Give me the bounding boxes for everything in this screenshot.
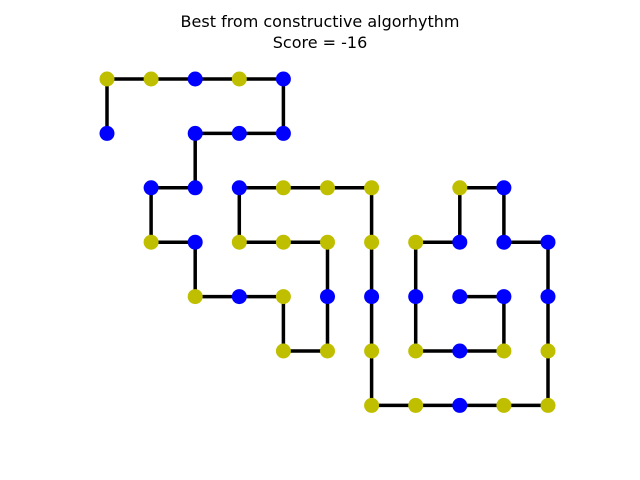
node-blue	[452, 289, 468, 305]
node-yellow	[364, 180, 380, 196]
node-blue	[231, 125, 247, 141]
node-yellow	[408, 343, 424, 359]
node-yellow	[275, 180, 291, 196]
node-blue	[452, 234, 468, 250]
node-blue	[187, 71, 203, 87]
path-nodes	[99, 71, 556, 413]
node-yellow	[364, 343, 380, 359]
node-yellow	[99, 71, 115, 87]
node-yellow	[452, 180, 468, 196]
node-blue	[143, 180, 159, 196]
node-blue	[187, 125, 203, 141]
chart-title-line-2: Score = -16	[272, 33, 368, 52]
node-yellow	[496, 397, 512, 413]
node-yellow	[364, 234, 380, 250]
node-yellow	[187, 289, 203, 305]
node-blue	[452, 343, 468, 359]
node-yellow	[275, 234, 291, 250]
chart-title-line-1: Best from constructive algorhythm	[180, 12, 460, 31]
node-yellow	[364, 397, 380, 413]
node-blue	[496, 180, 512, 196]
node-yellow	[275, 289, 291, 305]
node-yellow	[320, 234, 335, 250]
node-blue	[99, 125, 115, 141]
node-yellow	[143, 234, 159, 250]
node-blue	[320, 289, 335, 305]
node-yellow	[540, 343, 556, 359]
node-blue	[275, 71, 291, 87]
node-blue	[452, 397, 468, 413]
node-blue	[231, 180, 247, 196]
node-yellow	[540, 397, 556, 413]
node-yellow	[275, 343, 291, 359]
node-blue	[540, 234, 556, 250]
node-blue	[496, 289, 512, 305]
node-yellow	[231, 234, 247, 250]
node-yellow	[320, 180, 335, 196]
node-blue	[408, 289, 424, 305]
node-yellow	[408, 234, 424, 250]
node-yellow	[231, 71, 247, 87]
node-yellow	[320, 343, 335, 359]
node-yellow	[496, 343, 512, 359]
node-blue	[275, 125, 291, 141]
node-blue	[364, 289, 380, 305]
node-blue	[231, 289, 247, 305]
node-yellow	[143, 71, 159, 87]
node-yellow	[408, 397, 424, 413]
node-blue	[187, 180, 203, 196]
node-blue	[540, 289, 556, 305]
node-blue	[187, 234, 203, 250]
node-blue	[496, 234, 512, 250]
